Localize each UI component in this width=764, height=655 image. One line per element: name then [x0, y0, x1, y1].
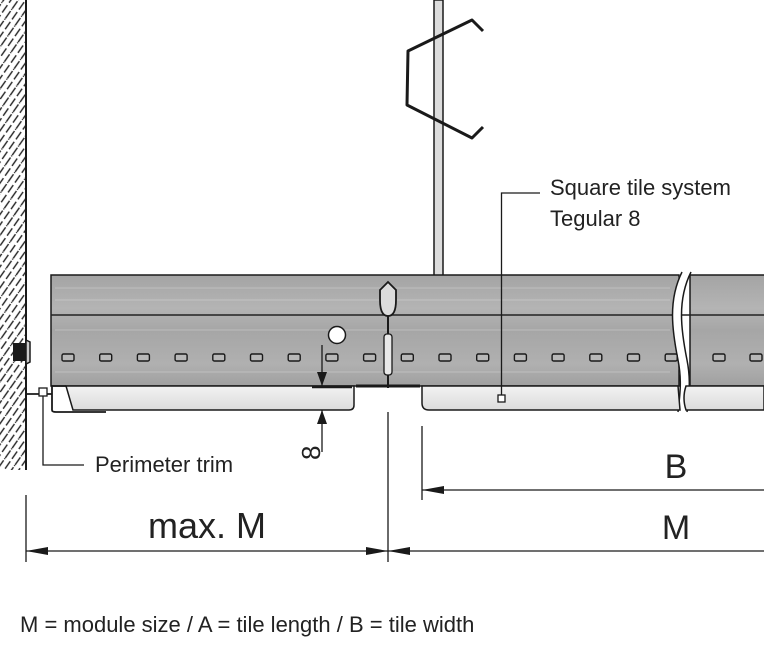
suspension-clip	[405, 18, 485, 140]
rail-slot	[551, 353, 565, 362]
max-module-dimension: max. M	[26, 505, 388, 555]
rail-slot	[287, 353, 301, 362]
rail-slot	[476, 353, 490, 362]
system-label-line1: Square tile system	[550, 175, 731, 200]
rail-slot	[664, 353, 678, 362]
rail-slots	[61, 353, 763, 362]
module-label: M	[662, 509, 690, 547]
tile-width-dimension: B	[422, 448, 764, 494]
rail-slot	[712, 353, 726, 362]
ceiling-tile-left	[51, 385, 355, 413]
ceiling-tile-right	[421, 385, 764, 411]
perimeter-trim-callout: Perimeter trim	[38, 387, 233, 477]
module-dimension: M	[388, 509, 764, 555]
rail-hole	[327, 325, 347, 345]
legend-text: M = module size / A = tile length / B = …	[20, 612, 474, 637]
reveal-dimension: 8	[296, 345, 327, 460]
rail-slot	[136, 353, 151, 362]
rail-slot	[513, 353, 528, 362]
perimeter-trim-label: Perimeter trim	[95, 452, 233, 477]
rail-slot	[249, 353, 264, 362]
rail-slot	[626, 353, 641, 362]
rail-slot	[98, 353, 113, 362]
rail-slot	[438, 353, 452, 362]
tile-width-label: B	[665, 448, 688, 486]
rail-slot	[749, 353, 763, 362]
cross-tee	[379, 280, 397, 388]
rail-slot	[589, 353, 603, 362]
system-label-line2: Tegular 8	[550, 206, 641, 231]
reveal-value: 8	[296, 446, 326, 460]
system-callout: Square tile system Tegular 8	[497, 175, 731, 403]
wall-fixing	[13, 338, 52, 395]
rail-slot	[362, 353, 377, 362]
rail-slot	[174, 353, 188, 362]
rail-slot	[61, 353, 75, 362]
rail-slot	[212, 353, 226, 362]
rail-slot	[325, 353, 339, 362]
max-module-label: max. M	[148, 505, 266, 546]
wall	[0, 0, 27, 470]
rail-slot	[400, 353, 414, 362]
